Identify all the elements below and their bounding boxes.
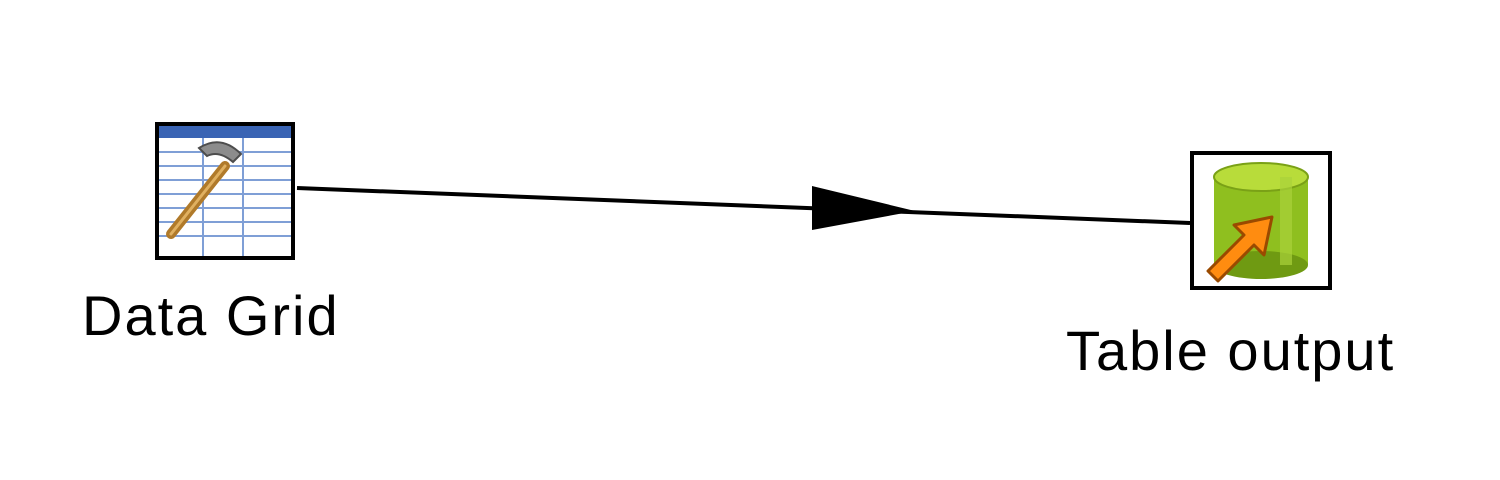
table-output-icon[interactable] [1190,151,1332,290]
hop-arrowhead [812,186,915,230]
step-label: Table output [1066,319,1396,382]
hop-line[interactable] [296,186,1191,225]
data-grid-icon[interactable] [155,122,295,260]
step-label: Data Grid [82,284,340,347]
